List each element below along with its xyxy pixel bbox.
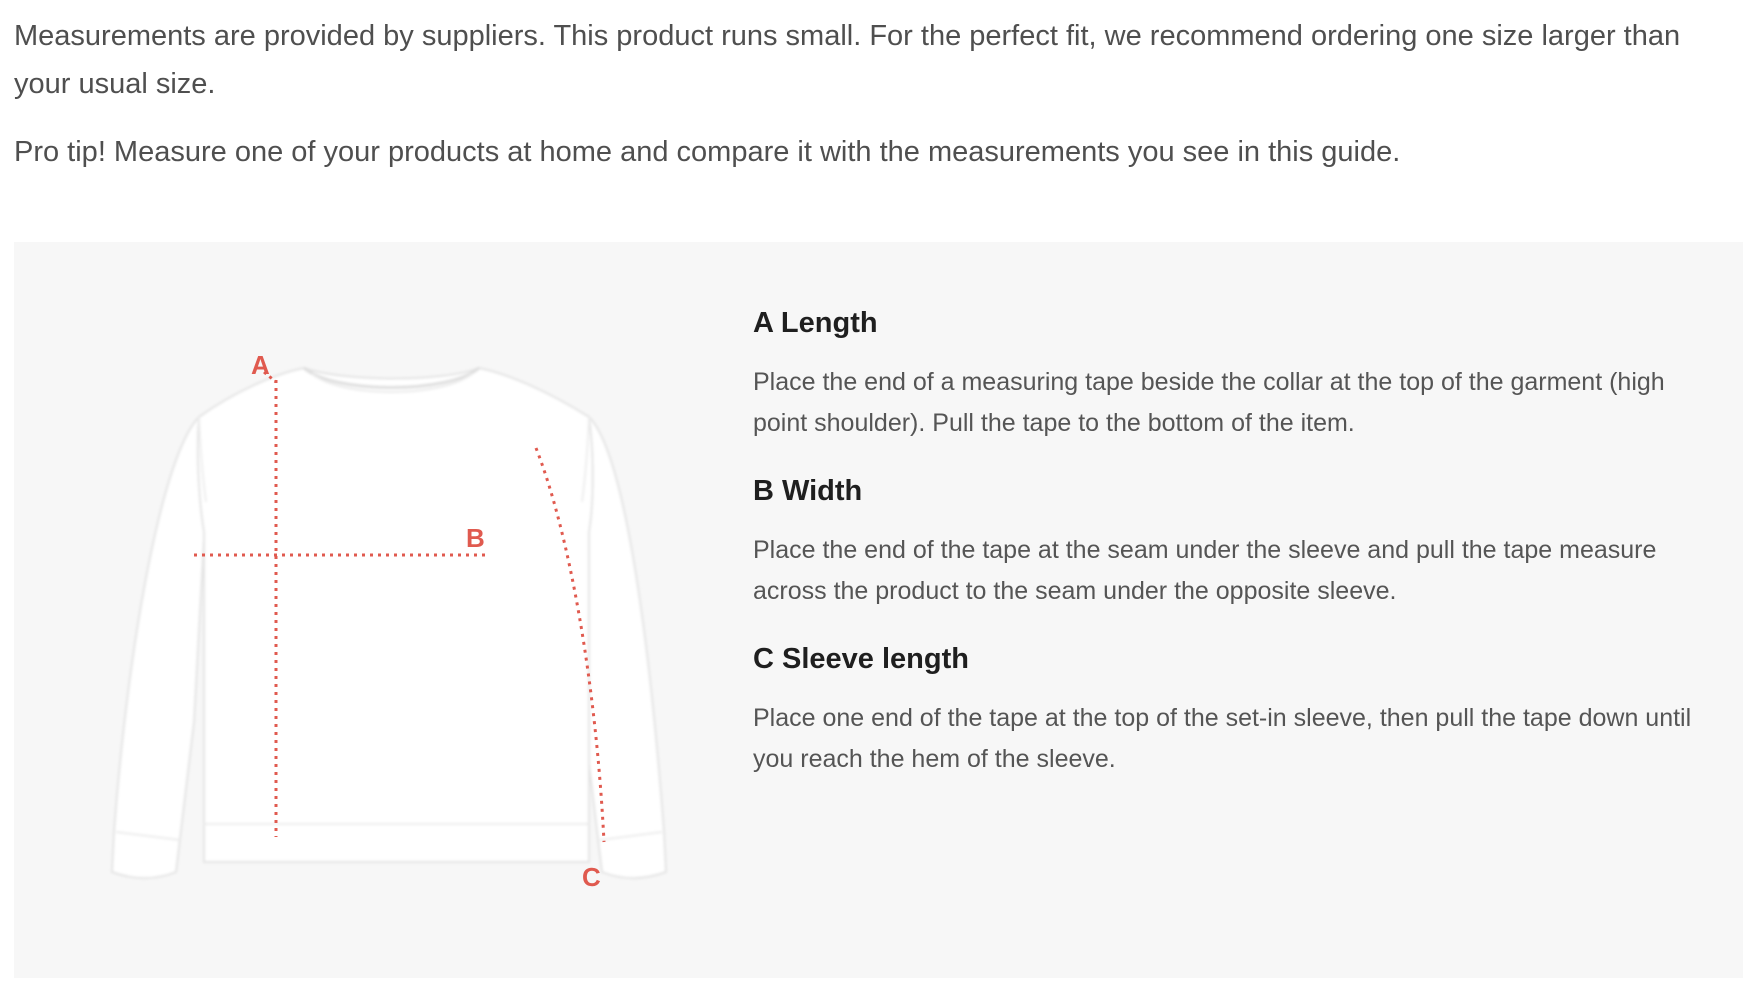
measure-desc-width: Place the end of the tape at the seam un…	[753, 536, 1657, 605]
measure-desc-sleeve-length: Place one end of the tape at the top of …	[753, 704, 1692, 773]
length-arrow-marker	[263, 370, 277, 384]
sleeve-measure-line	[534, 447, 606, 843]
measure-title-sleeve-length: C Sleeve length	[753, 643, 969, 675]
sweatshirt-illustration	[110, 366, 668, 879]
measure-title-length: A Length	[753, 307, 878, 339]
measurement-guide-panel: A B C A Length Place the end of a measur…	[14, 242, 1743, 978]
measure-item-width: B Width Place the end of the tape at the…	[753, 474, 1713, 612]
measure-item-sleeve-length: C Sleeve length Place one end of the tap…	[753, 642, 1713, 780]
measure-title-width: B Width	[753, 475, 863, 507]
pro-tip: Pro tip! Measure one of your products at…	[14, 136, 1401, 168]
fit-note: Measurements are provided by suppliers. …	[14, 20, 1681, 100]
sweatshirt-diagram: A B C	[94, 302, 704, 942]
label-c: C	[582, 862, 601, 892]
intro-section: Measurements are provided by suppliers. …	[14, 12, 1734, 176]
measurement-instructions: A Length Place the end of a measuring ta…	[753, 306, 1713, 810]
measure-item-length: A Length Place the end of a measuring ta…	[753, 306, 1713, 444]
measure-desc-length: Place the end of a measuring tape beside…	[753, 368, 1665, 437]
label-b: B	[466, 523, 485, 553]
label-a: A	[251, 350, 270, 380]
